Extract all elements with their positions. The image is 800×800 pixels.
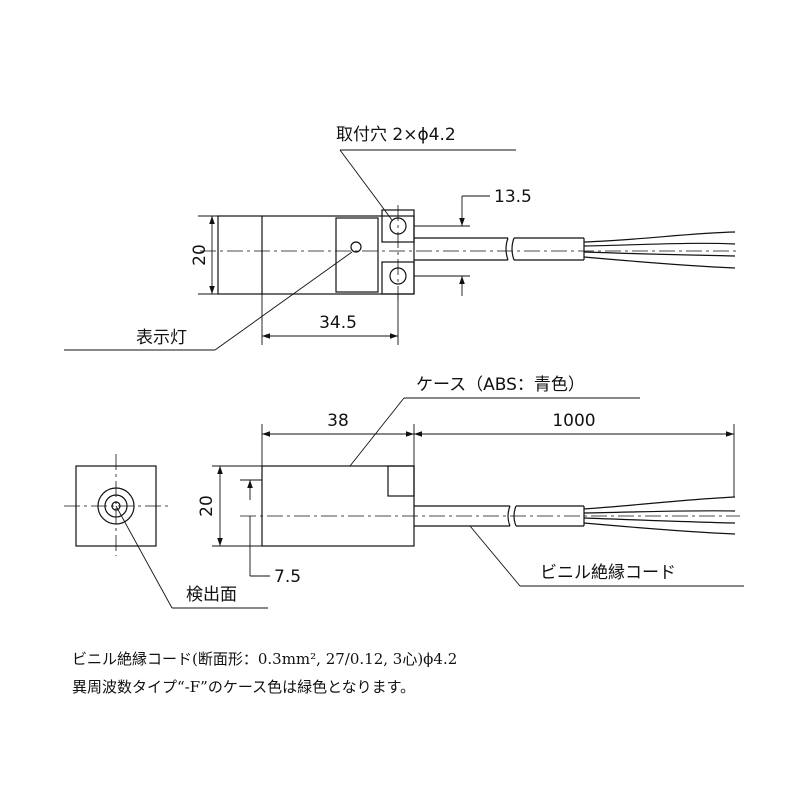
side-dim-7-5: 7.5 <box>274 567 301 587</box>
top-view: 20 34.5 13.5 取付穴 2×ϕ4.2 表示灯 <box>64 125 740 351</box>
side-view: 38 1000 ケース（ABS：青色） 20 7.5 ビニル絶縁コード <box>197 375 744 587</box>
top-dim-20: 20 <box>190 244 210 266</box>
top-view-body <box>217 215 415 295</box>
indicator-lamp-icon <box>350 241 362 253</box>
top-dim-34-5: 34.5 <box>319 313 357 333</box>
top-dim-13-5: 13.5 <box>494 187 532 207</box>
indicator-label: 表示灯 <box>136 328 187 348</box>
case-color-note: 異周波数タイプ“-F”のケース色は緑色となります。 <box>72 678 416 696</box>
side-wires <box>583 496 736 535</box>
side-dim-20: 20 <box>197 495 217 517</box>
mounting-flange <box>335 217 379 293</box>
side-view-body <box>261 465 415 547</box>
case-label: ケース（ABS：青色） <box>416 375 585 395</box>
side-dim-38: 38 <box>327 411 349 431</box>
mounting-hole-label: 取付穴 2×ϕ4.2 <box>336 125 456 145</box>
cable-break-top <box>505 237 515 261</box>
side-dim-1000: 1000 <box>552 411 595 431</box>
cord-spec-note: ビニル絶縁コード(断面形：0.3mm², 27/0.12, 3心)ϕ4.2 <box>72 650 458 668</box>
front-view: 検出面 <box>64 454 268 609</box>
side-view-flange <box>387 465 415 497</box>
cord-label: ビニル絶縁コード <box>540 563 676 583</box>
detect-face-label: 検出面 <box>186 585 237 605</box>
top-wires <box>583 231 736 269</box>
